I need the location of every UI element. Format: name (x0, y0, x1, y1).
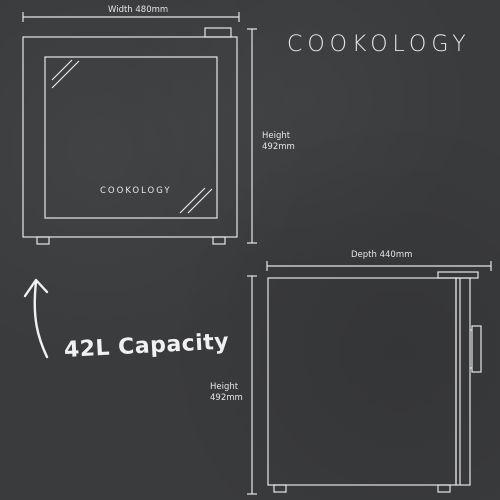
front-height-label-line2: 492mm (262, 142, 295, 152)
glass-reflection-line (51, 59, 73, 81)
hand-drawn-arrow-icon (23, 278, 49, 359)
side-view-drawing (247, 261, 492, 495)
front-foot-left (36, 236, 50, 245)
side-door-edge (455, 277, 471, 486)
width-label: Width 480mm (108, 5, 169, 15)
depth-label: Depth 440mm (351, 250, 413, 260)
brand-logo: COOKOLOGY (287, 32, 471, 57)
side-foot-left (273, 484, 287, 493)
side-top-tab (437, 271, 479, 279)
side-foot-right (437, 484, 451, 493)
front-cabinet-body (22, 36, 238, 238)
front-top-hinge (204, 27, 232, 38)
side-height-label-line2: 492mm (210, 393, 243, 403)
side-cabinet-body (267, 277, 457, 486)
glass-reflection-line (179, 187, 206, 214)
front-foot-right (212, 236, 226, 245)
side-height-label-line1: Height (210, 382, 239, 392)
glass-reflection-line (187, 188, 213, 214)
front-view-drawing (22, 12, 257, 245)
front-glass-door (44, 56, 218, 219)
front-height-label-line1: Height (262, 131, 291, 141)
door-brand-logo: COOKOLOGY (100, 186, 172, 196)
glass-reflection-line (51, 60, 80, 89)
side-door-handle (471, 325, 482, 373)
